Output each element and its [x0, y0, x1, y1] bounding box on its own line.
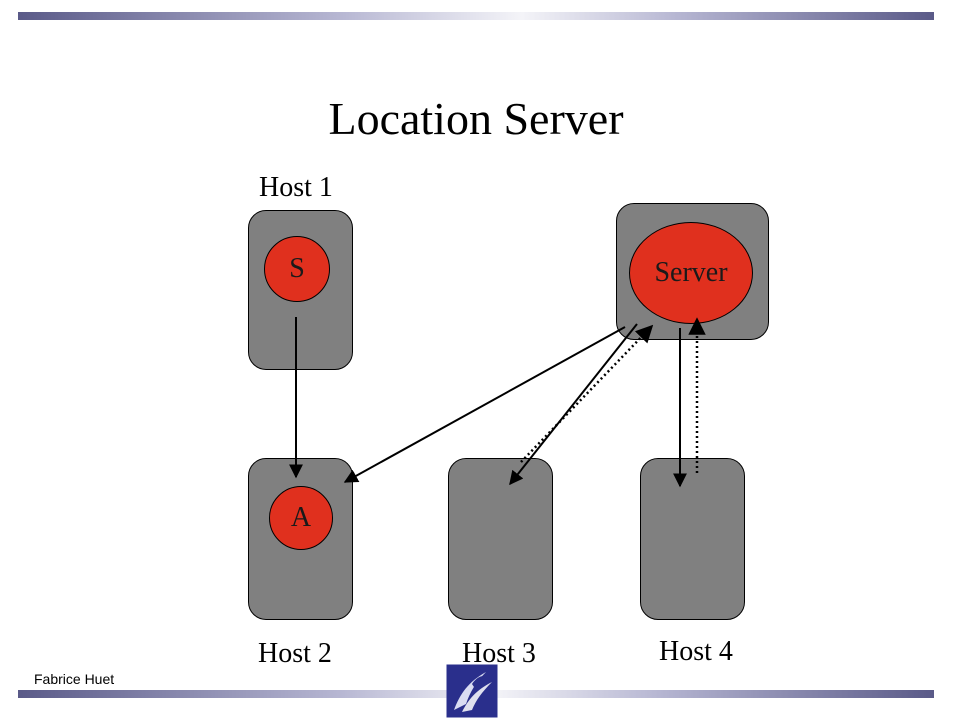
a-node: A — [269, 486, 333, 550]
s-node: S — [264, 236, 330, 302]
host-4-box — [640, 458, 745, 620]
server-to-host3-arrow — [509, 323, 638, 486]
host3-to-server-dotted-arrow — [520, 324, 654, 463]
host-1-label: Host 1 — [259, 172, 333, 203]
slide-title: Location Server — [328, 93, 624, 144]
host-3-label: Host 3 — [462, 638, 536, 669]
host-3-box — [448, 458, 553, 620]
server-to-host2-arrow — [343, 326, 626, 483]
institution-logo-icon — [446, 664, 498, 718]
host-4-label: Host 4 — [659, 636, 733, 667]
host-2-label: Host 2 — [258, 638, 332, 669]
author-label: Fabrice Huet — [34, 671, 115, 687]
header-bar — [18, 12, 934, 20]
